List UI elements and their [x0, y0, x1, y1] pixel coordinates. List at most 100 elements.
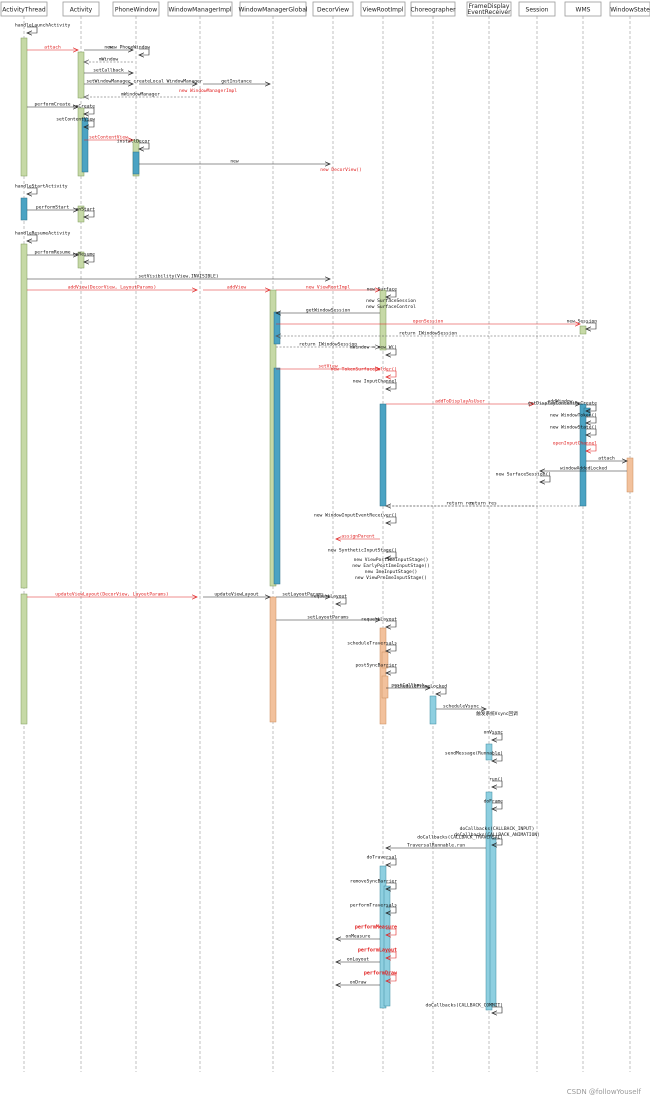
message-label: return res	[469, 501, 497, 507]
message-label: addView	[227, 285, 247, 291]
activation-bar-at	[20, 243, 28, 589]
self-call-arrow	[84, 210, 95, 217]
activation-bar-act	[77, 51, 85, 99]
message-label: sendMessage(Runnable)	[445, 751, 503, 757]
message-label: new WindowToken()	[550, 413, 597, 419]
message-49: return res	[386, 501, 580, 507]
message-65: postSyncBarrier	[356, 663, 397, 674]
self-call-arrow	[586, 322, 597, 329]
message-label: openSession	[413, 319, 444, 325]
participant-label: DecorView	[317, 7, 349, 14]
message-label: 触发系统Vsync回调	[476, 710, 518, 717]
message-label: setContentView	[56, 117, 95, 123]
message-label: new ViewPreImeInputStage()	[355, 575, 427, 581]
message-61: requestLayout	[311, 594, 347, 605]
participant-header-box	[239, 1, 307, 17]
self-call-arrow	[386, 906, 397, 913]
activation-bar-act	[77, 205, 85, 223]
message-label: new PhoneWindow	[109, 45, 151, 51]
message-84: onLayout	[336, 957, 380, 963]
message-label: onStart	[76, 207, 96, 213]
message-45: openInputChannel	[553, 441, 597, 452]
participant-label: WindowState	[610, 7, 650, 14]
message-46: attach	[586, 456, 627, 462]
message-52: assignParent	[336, 534, 380, 540]
activation-bar-vri	[381, 651, 389, 669]
self-call-arrow	[492, 802, 503, 809]
self-call-arrow	[27, 187, 38, 194]
participant-header-box	[112, 1, 160, 17]
message-81: performMeasure	[355, 925, 397, 936]
message-43: new WindowToken()	[550, 413, 597, 424]
activation-bar-vri	[381, 675, 389, 699]
message-label: onVsync	[484, 730, 504, 736]
message-63: requestLayout	[361, 617, 397, 628]
self-call-arrow	[386, 974, 397, 981]
message-31: getWindowSession	[276, 308, 380, 314]
participant-dv: DecorView	[312, 1, 354, 17]
participant-label: ViewRootImpl	[363, 7, 404, 14]
message-73: doFrame	[484, 799, 504, 810]
message-label: addToDisplayAsUser	[435, 399, 485, 405]
message-label: installDecor	[117, 139, 150, 145]
message-label: updateViewLayout(DecorView, LayoutParams…	[55, 592, 168, 598]
message-label: onDraw	[350, 980, 367, 986]
message-53: new SyntheticInputStage()	[328, 548, 397, 559]
message-62: setLayoutParams	[276, 615, 380, 621]
message-label: windowAddedLocked	[560, 466, 607, 472]
message-66: postCallback	[386, 683, 430, 689]
message-label: setWindowManager	[86, 79, 130, 85]
message-13: setContentView	[56, 117, 95, 128]
message-label: new ViewRootImpl	[306, 285, 350, 291]
self-call-arrow	[27, 26, 38, 33]
activation-bar-ws	[626, 457, 634, 493]
message-55: new EarlyPostImeInputStage()	[352, 563, 429, 569]
activation-bar-wmg	[273, 311, 281, 345]
participant-vri: ViewRootImpl	[360, 1, 406, 17]
message-label: doFrame	[484, 799, 504, 805]
participant-at: ActivityThread	[0, 1, 48, 17]
activation-bar-wmg	[273, 367, 281, 585]
activation-bar-fde	[489, 837, 497, 1007]
message-label: new SurfaceControl	[366, 304, 416, 310]
self-call-arrow	[492, 733, 503, 740]
message-40: addToDisplayAsUser	[386, 399, 534, 405]
message-38: new TokenSurfaceHolder()	[331, 367, 397, 378]
participant-label: WMS	[576, 7, 591, 14]
activation-bar-at	[20, 197, 28, 221]
message-label: new ViewPostImeInputStage()	[354, 557, 429, 563]
message-14: setContentView	[84, 135, 133, 141]
message-label: removeSyncBarrier	[350, 879, 397, 885]
message-36: mWindow = new W()	[350, 345, 397, 356]
activation-bar-vri	[379, 289, 387, 351]
message-label: mWindow = new W()	[350, 345, 397, 351]
message-label: createLocal WindowManager	[133, 79, 202, 85]
message-5: setCallback	[84, 68, 133, 74]
message-label: attach	[44, 45, 61, 51]
participant-pw: PhoneWindow	[112, 1, 160, 17]
message-label: updateViewLayout	[214, 592, 258, 598]
message-69: 触发系统Vsync回调	[476, 710, 518, 717]
participant-wms: WMS	[564, 1, 602, 17]
message-12: onCreate	[73, 104, 95, 115]
message-51: new WindowInputEventReceiver()	[314, 513, 397, 524]
message-22: performResume	[27, 250, 78, 256]
message-70: onVsync	[484, 730, 504, 741]
participant-header-box	[466, 1, 512, 17]
message-17: new DecorView()	[320, 167, 362, 173]
activation-bar-at	[20, 37, 28, 177]
message-33: new Session	[567, 319, 597, 330]
participant-header-box	[62, 1, 100, 17]
message-label: performCreate	[35, 102, 71, 108]
self-call-arrow	[386, 370, 397, 377]
message-label: scheduleVsync	[443, 704, 479, 710]
self-call-arrow	[84, 107, 95, 114]
participant-wmg: WindowManagerGlobal	[238, 1, 308, 17]
message-label: performDraw	[364, 971, 398, 977]
message-label: performTraversals	[350, 903, 397, 909]
message-60: setLayoutParams	[276, 592, 330, 598]
activation-bar-vri	[383, 885, 391, 1007]
activation-bar-at	[20, 593, 28, 725]
